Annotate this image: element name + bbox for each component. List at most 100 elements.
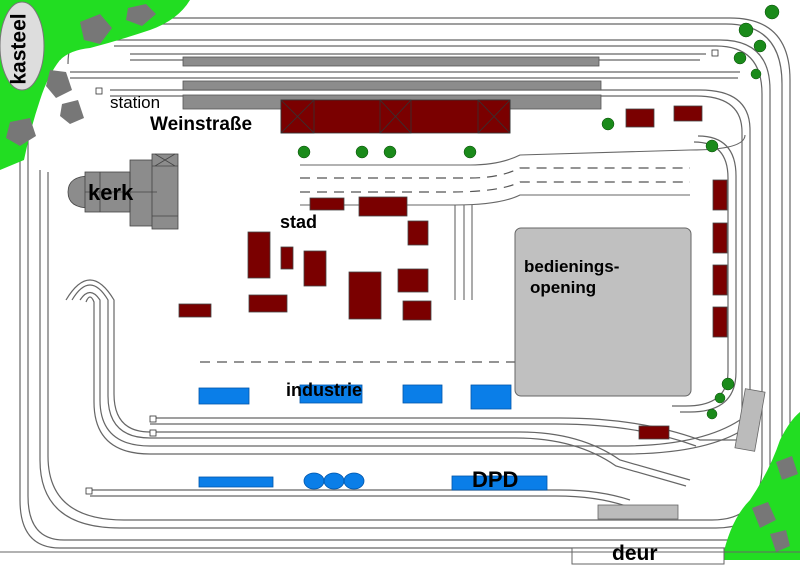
town-label: stad: [280, 212, 318, 232]
house-9: [402, 300, 432, 321]
house-10: [248, 294, 288, 313]
inner-loop-track-2: [85, 296, 747, 455]
service-opening-area: [514, 227, 692, 397]
tree: [738, 22, 754, 38]
greenery-top-left: [0, 0, 190, 170]
tree: [764, 4, 780, 20]
rock-1: [80, 14, 112, 44]
industry-hall-3: [402, 384, 443, 404]
industry-siding-3: [150, 431, 691, 481]
tank-3: [343, 472, 365, 490]
church-building: [67, 153, 179, 230]
station-label: station: [110, 93, 161, 112]
tree: [721, 377, 735, 391]
tree: [297, 145, 311, 159]
industry-hall-4: [470, 384, 512, 410]
buffer-stops: [85, 49, 719, 495]
buffer-stop: [95, 87, 103, 95]
industry-siding-1: [150, 417, 740, 441]
tank-1: [303, 472, 325, 490]
road-edges: [300, 134, 746, 300]
tree: [753, 39, 767, 53]
road-dashed-2: [300, 181, 690, 193]
castle-label: kasteel: [4, 8, 34, 90]
rock-8: [770, 530, 790, 552]
hill-green-bottom-right: [722, 412, 800, 560]
rock-7: [752, 502, 776, 528]
church-tower: [151, 153, 179, 230]
industry-hall-1: [198, 387, 250, 405]
house-1: [309, 197, 345, 211]
service-opening-label-line1: bedienings-: [524, 257, 620, 276]
inner-loop-track: [79, 291, 741, 447]
yard-shed-4: [712, 306, 728, 338]
tree: [705, 139, 719, 153]
rock-5: [60, 100, 84, 124]
tree: [601, 117, 615, 131]
tree: [733, 51, 747, 65]
church-lines: [85, 153, 178, 217]
yard-shed-3: [712, 264, 728, 296]
roads: [200, 167, 690, 363]
tree: [706, 408, 718, 420]
greenery-bottom-right: [722, 412, 800, 560]
industry-siding-4: [150, 437, 687, 487]
buffer-stop: [149, 415, 157, 423]
house-13: [673, 105, 703, 122]
station-name-label: Weinstraße: [150, 114, 253, 135]
house-4: [247, 231, 271, 279]
dpd-siding-2: [90, 495, 627, 507]
industry-siding-2: [150, 423, 697, 447]
platform-middle: [182, 80, 602, 91]
rock-2: [46, 70, 72, 98]
rock-6: [776, 456, 798, 480]
dpd-label: DPD: [472, 467, 519, 492]
station-track-4: [110, 95, 743, 420]
house-11: [178, 303, 212, 318]
left-curve-track: [71, 284, 151, 439]
industry-buildings: [198, 384, 548, 491]
castle-hill: [0, 1, 45, 91]
station-track-3: [110, 89, 751, 420]
road-dashed-1: [300, 167, 690, 179]
bridge-right: [734, 388, 766, 452]
tank-2: [323, 472, 345, 490]
left-curve-track-2: [65, 279, 151, 433]
industry-label: industrie: [286, 380, 363, 400]
church-apse: [67, 175, 91, 209]
door-label: deur: [612, 542, 658, 565]
house-8: [397, 268, 429, 293]
yard-shed-1: [712, 179, 728, 211]
rock-4: [126, 4, 156, 26]
dpd-building: [451, 475, 548, 491]
church-label: kerk: [88, 180, 134, 205]
yard-return-track: [680, 135, 737, 413]
buffer-stop: [85, 487, 93, 495]
service-opening-label-line2: opening: [530, 278, 597, 297]
road-edge-bottom: [300, 194, 690, 206]
station-building: [280, 99, 511, 134]
buffer-stop: [149, 429, 157, 437]
hill-green-top-left: [0, 0, 190, 170]
house-12: [625, 108, 655, 128]
road-edge-top: [300, 134, 746, 166]
rock-3: [6, 118, 36, 146]
house-6: [303, 250, 327, 287]
town-buildings: [178, 105, 728, 440]
tree: [463, 145, 477, 159]
house-14: [638, 425, 670, 440]
house-7: [348, 271, 382, 320]
tree: [355, 145, 369, 159]
station-roof-lines: [280, 99, 511, 134]
bridge-bottom: [597, 504, 679, 520]
castle-label-text: kasteel: [7, 13, 31, 85]
tree: [383, 145, 397, 159]
platform-top: [182, 56, 600, 67]
dpd-siding: [90, 489, 631, 501]
industry-shed-long: [198, 476, 274, 488]
house-2: [358, 196, 408, 217]
buffer-stop: [711, 49, 719, 57]
industry-hall-2: [299, 384, 363, 404]
